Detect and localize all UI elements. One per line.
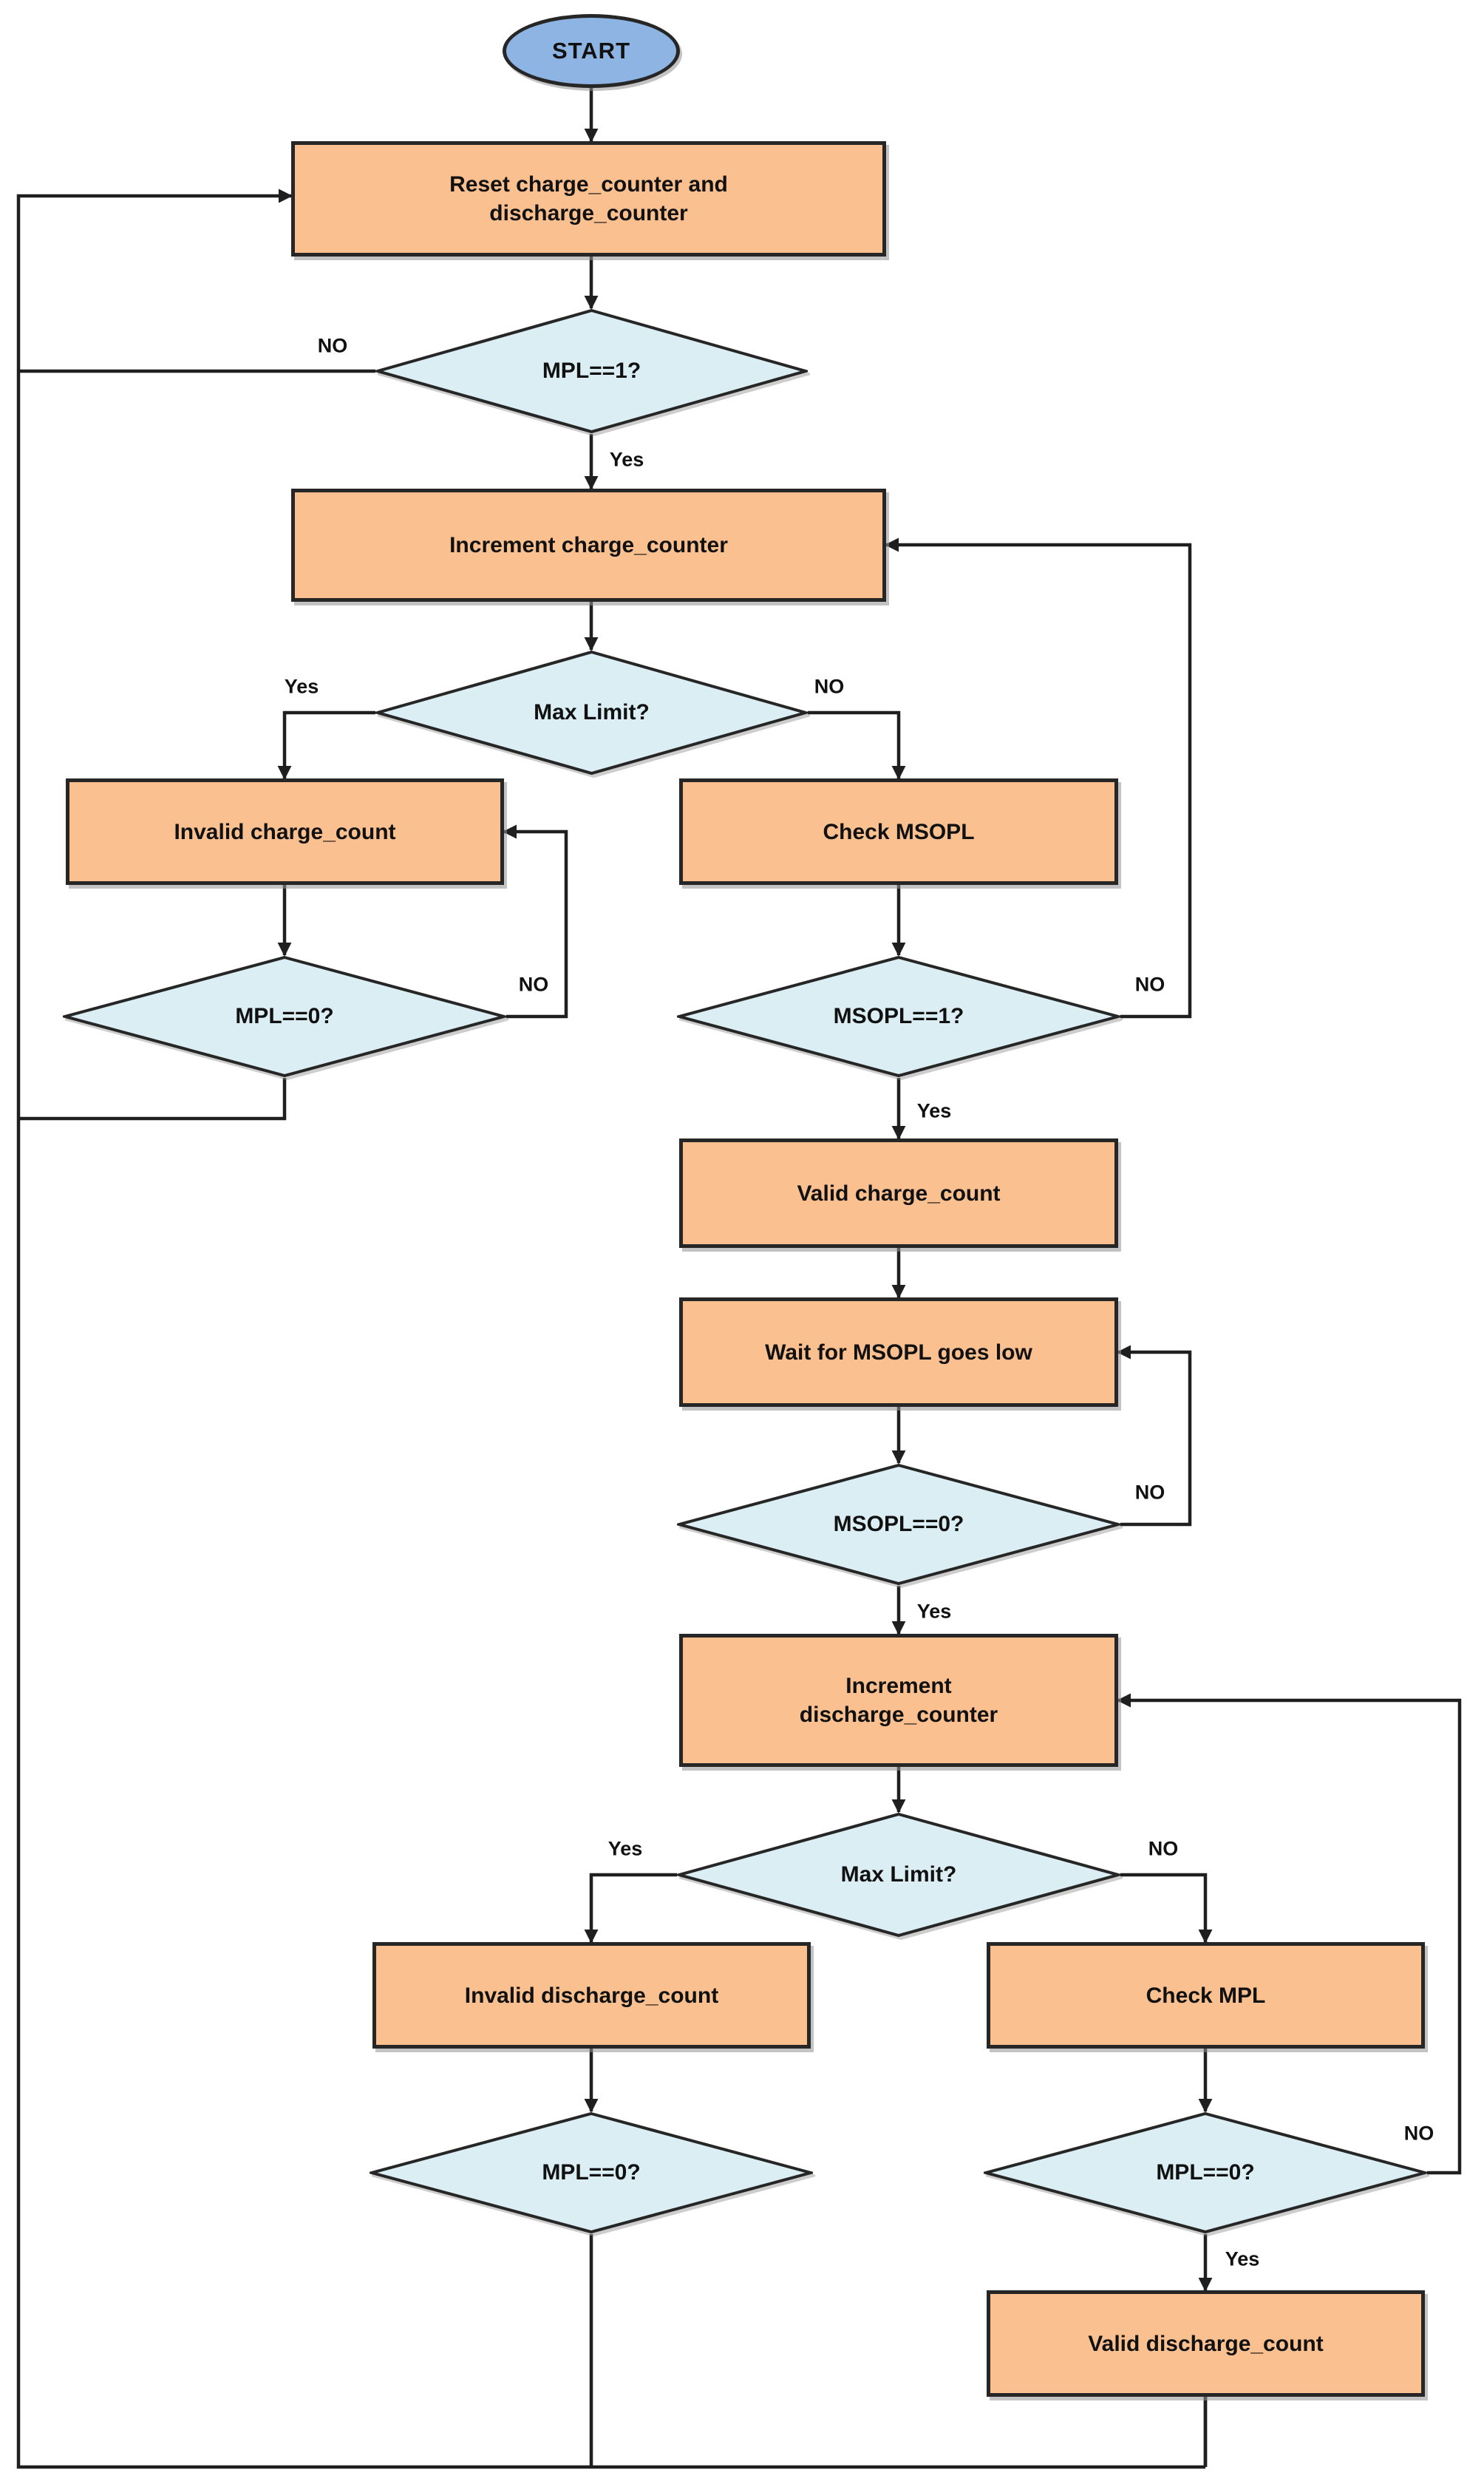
- node-inc-discharge: Increment discharge_counter: [679, 1634, 1118, 1767]
- edge-mpl0a-no-loop: [503, 824, 568, 1019]
- edge-label-max1-no: NO: [814, 675, 845, 698]
- node-label: Valid charge_count: [797, 1181, 1001, 1206]
- decision-msopl-eq-0: MSOPL==0?: [677, 1463, 1120, 1586]
- decision-max-limit-2: Max Limit?: [677, 1812, 1120, 1938]
- node-invalid-charge: Invalid charge_count: [66, 778, 504, 885]
- diamond-shape: [677, 955, 1120, 1078]
- edge-label-mpl0c-yes: Yes: [1225, 2247, 1260, 2270]
- decision-max-limit-1: Max Limit?: [375, 650, 808, 776]
- edge-label-mpl0c-no-loop: NO: [1403, 2122, 1434, 2145]
- node-label: Max Limit?: [534, 700, 650, 724]
- node-label: Increment discharge_counter: [799, 1674, 998, 1727]
- edge-return-trunk-to-reset: [16, 189, 1205, 2469]
- decision-mpl-eq-0-a: MPL==0?: [63, 955, 506, 1078]
- edge-max2-no: [1120, 1873, 1213, 1944]
- edge-max1-no: [808, 710, 906, 780]
- node-invalid-discharge: Invalid discharge_count: [372, 1942, 811, 2049]
- node-inc-charge: Increment charge_counter: [291, 489, 886, 602]
- diamond-shape: [63, 955, 506, 1078]
- decision-mpl-eq-0-c: MPL==0?: [984, 2111, 1427, 2234]
- node-reset-counters: Reset charge_counter and discharge_count…: [291, 141, 886, 257]
- node-label: MPL==1?: [542, 359, 641, 383]
- node-label: MPL==0?: [235, 1004, 334, 1028]
- edge-label-max2-no: NO: [1148, 1837, 1179, 1860]
- diamond-shape: [677, 1812, 1120, 1938]
- edge-msopl1-no-loop: [885, 537, 1192, 1019]
- decision-msopl-eq-1: MSOPL==1?: [677, 955, 1120, 1078]
- edge-label-msopl1-no-loop: NO: [1134, 973, 1165, 996]
- node-check-mpl: Check MPL: [987, 1942, 1425, 2049]
- node-label: Invalid discharge_count: [464, 1983, 719, 2008]
- node-label: Max Limit?: [840, 1862, 957, 1887]
- edge-label-msopl1-yes: Yes: [916, 1099, 952, 1122]
- node-label: MPL==0?: [1156, 2160, 1255, 2185]
- node-label: Reset charge_counter and discharge_count…: [449, 172, 728, 225]
- edge-mpl0a-to-trunk: [18, 1078, 287, 1121]
- diamond-shape: [375, 650, 808, 776]
- node-label: Increment charge_counter: [449, 533, 728, 557]
- node-start: START: [503, 14, 680, 88]
- diamond-shape: [375, 308, 808, 434]
- node-label: MPL==0?: [542, 2160, 641, 2185]
- node-label: Check MSOPL: [823, 819, 975, 844]
- edge-label-max2-yes: Yes: [607, 1837, 643, 1860]
- edge-max2-yes: [584, 1873, 677, 1944]
- edge-label-msopl0-no-loop: NO: [1134, 1481, 1165, 1504]
- edge-label-mpl0a-no-loop: NO: [518, 973, 549, 996]
- node-check-msopl: Check MSOPL: [679, 778, 1118, 885]
- edge-label-max1-yes: Yes: [284, 675, 319, 698]
- diamond-shape: [677, 1463, 1120, 1586]
- node-label: Wait for MSOPL goes low: [765, 1340, 1032, 1365]
- node-label: MSOPL==1?: [833, 1004, 964, 1028]
- node-label: Invalid charge_count: [174, 819, 396, 844]
- decision-mpl-eq-1: MPL==1?: [375, 308, 808, 434]
- edge-mpl0c-no-loop: [1117, 1693, 1462, 2175]
- decision-mpl-eq-0-b: MPL==0?: [370, 2111, 813, 2234]
- node-valid-discharge: Valid discharge_count: [987, 2290, 1425, 2397]
- edge-label-mpl1-no-to-trunk: NO: [317, 334, 348, 357]
- edge-max1-yes: [277, 710, 375, 780]
- node-label: Valid discharge_count: [1088, 2331, 1324, 2356]
- edge-label-msopl0-yes: Yes: [916, 1600, 952, 1623]
- diamond-shape: [370, 2111, 813, 2234]
- edge-msopl0-no-loop: [1117, 1345, 1192, 1527]
- node-label: START: [551, 38, 631, 64]
- node-label: MSOPL==0?: [833, 1512, 964, 1536]
- node-wait-msopl-low: Wait for MSOPL goes low: [679, 1297, 1118, 1407]
- node-valid-charge: Valid charge_count: [679, 1138, 1118, 1248]
- edge-label-mpl1-yes: Yes: [609, 448, 644, 471]
- diamond-shape: [984, 2111, 1427, 2234]
- node-label: Check MPL: [1146, 1983, 1266, 2008]
